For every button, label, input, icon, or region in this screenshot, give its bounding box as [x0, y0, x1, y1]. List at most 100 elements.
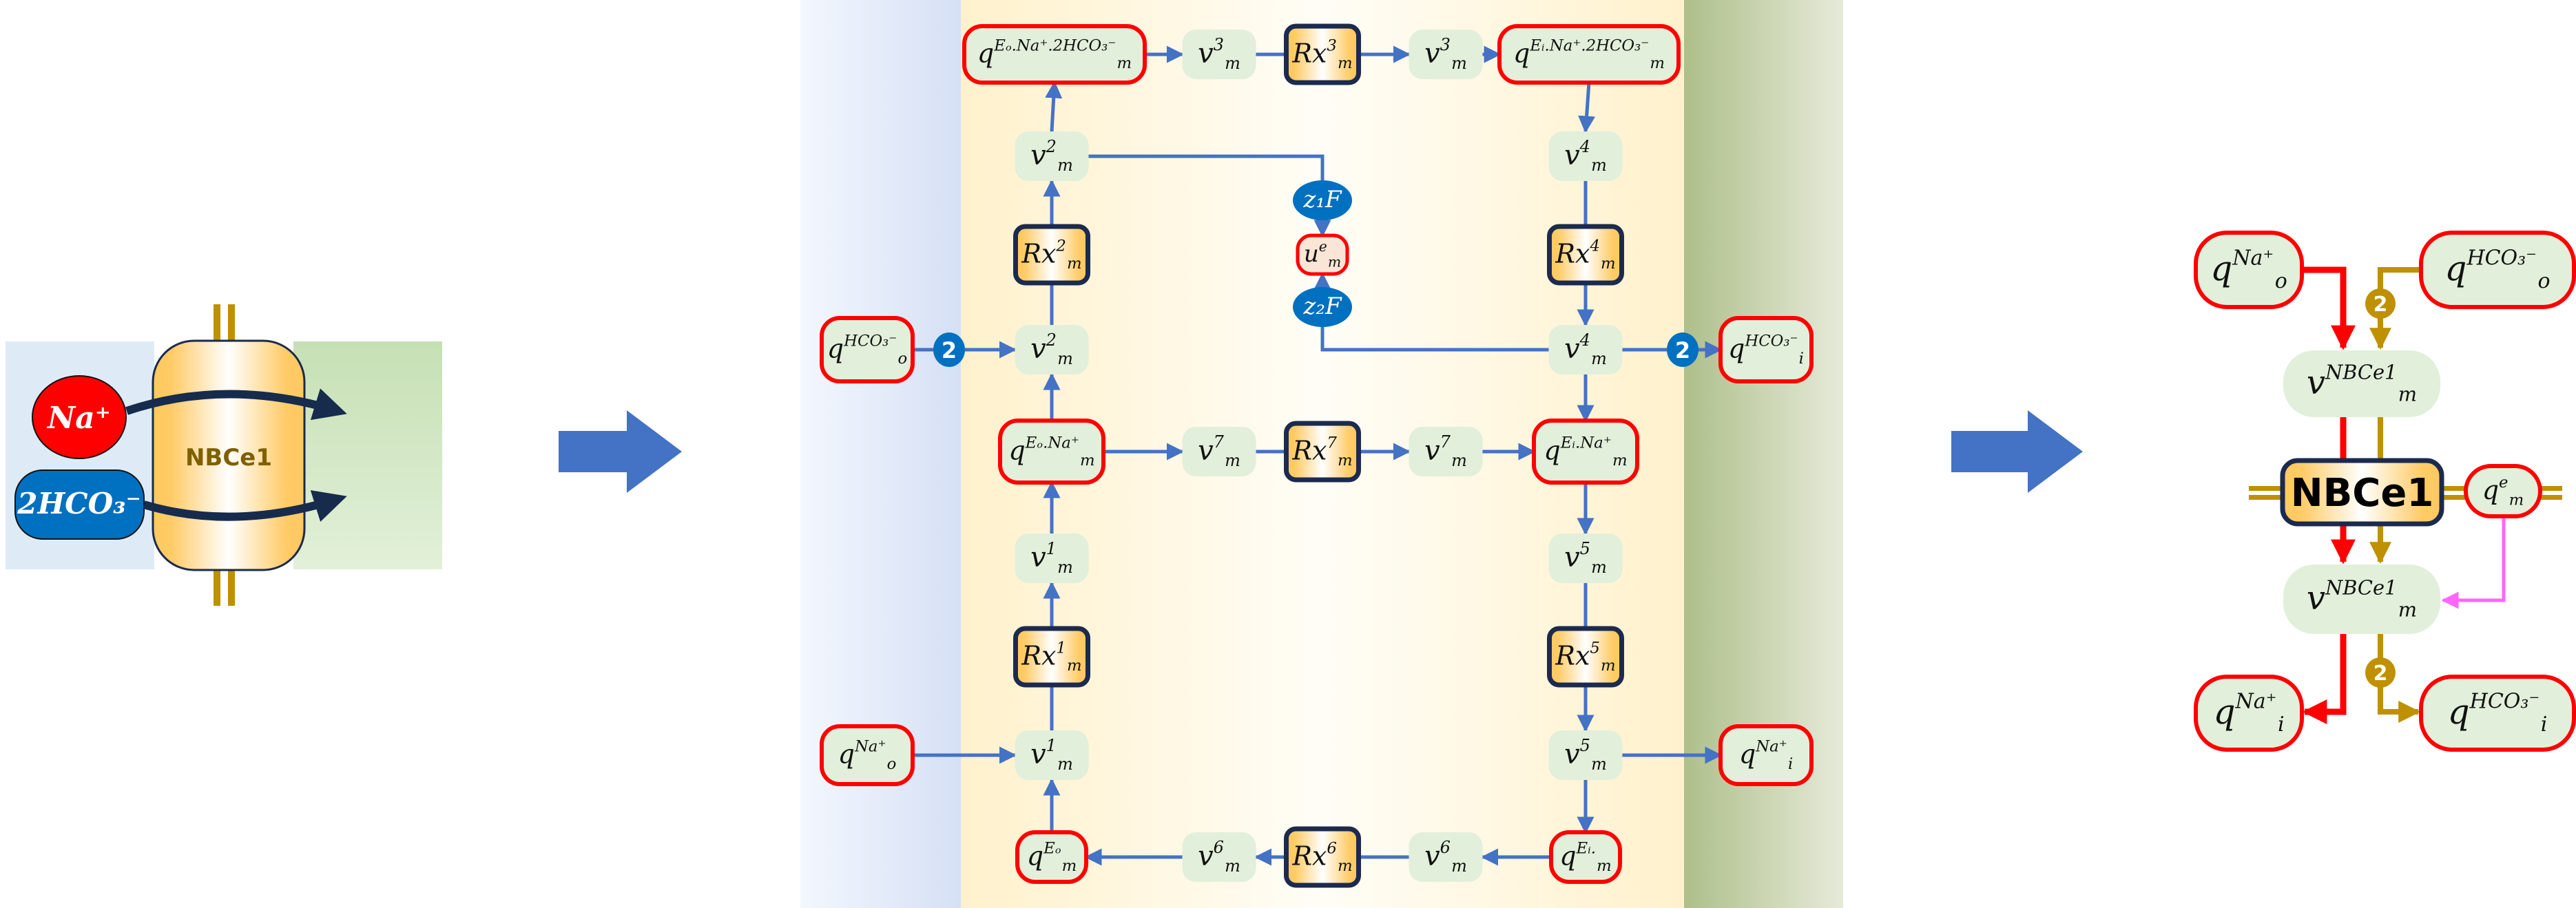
math-label: v3m: [1424, 35, 1467, 73]
node-q-i-hco3[interactable]: qHCO₃⁻i: [1718, 316, 1814, 383]
math-label: v2m: [1030, 137, 1073, 175]
node-v6a[interactable]: v6m: [1182, 832, 1256, 882]
label-base: Rx: [1291, 841, 1327, 871]
node-v2a[interactable]: v2m: [1015, 131, 1089, 181]
right-node-q-i-Na[interactable]: qNa⁺i: [2194, 675, 2304, 752]
label-subscript: m: [1451, 856, 1467, 876]
bicarbonate-ion-label: 2HCO₃⁻: [17, 487, 141, 520]
node-rx2[interactable]: Rx2m: [1013, 224, 1090, 286]
right-node-q-o-HCO3[interactable]: qHCO₃⁻o: [2419, 231, 2576, 309]
label-base: q: [838, 739, 855, 769]
node-q-eona[interactable]: qEₒ.Na⁺m: [998, 419, 1105, 485]
label-base: v: [1564, 333, 1580, 365]
label-superscript: 6: [1440, 838, 1451, 857]
node-v4a[interactable]: v4m: [1548, 131, 1623, 181]
math-label: Rx1m: [1021, 639, 1081, 674]
math-label: vNBCe1m: [2307, 576, 2417, 621]
node-v6b[interactable]: v6m: [1409, 832, 1483, 882]
label-superscript: Na⁺: [1755, 737, 1787, 755]
label-base: u: [1304, 240, 1319, 268]
math-label: Rx4m: [1555, 237, 1615, 272]
math-label: qEₒ.Na⁺.2HCO₃⁻m: [977, 36, 1132, 72]
node-v3a[interactable]: v3m: [1182, 30, 1256, 79]
label-subscript: m: [1601, 255, 1616, 273]
label-superscript: 5: [1580, 736, 1590, 755]
node-v5a[interactable]: v5m: [1548, 534, 1623, 583]
math-label: qHCO₃⁻o: [827, 332, 907, 367]
node-rx1[interactable]: Rx1m: [1013, 626, 1090, 688]
label-subscript: m: [1117, 54, 1132, 72]
label-subscript: m: [2509, 491, 2524, 509]
math-label: qNa⁺i: [2213, 690, 2284, 737]
right-node-q-e[interactable]: qem: [2464, 464, 2542, 518]
label-base: q: [827, 333, 844, 363]
math-label: Rx5m: [1555, 639, 1615, 674]
math-label: v2m: [1030, 330, 1073, 368]
label-subscript: o: [897, 350, 907, 368]
math-label: qEᵢ.Na⁺.2HCO₃⁻m: [1513, 36, 1665, 72]
left-panel: NBCe1 Na⁺ 2HCO₃⁻: [6, 304, 442, 606]
node-rx4[interactable]: Rx4m: [1547, 224, 1624, 286]
right-node-transporter[interactable]: NBCe1: [2280, 458, 2444, 527]
node-q-eo[interactable]: qEₒm: [1015, 830, 1088, 884]
label-superscript: Na⁺: [2234, 690, 2276, 714]
math-label: v4m: [1564, 137, 1607, 175]
node-v1a[interactable]: v1m: [1015, 534, 1089, 583]
label-base: v: [1424, 841, 1440, 872]
node-q-o-hco3[interactable]: qHCO₃⁻o: [820, 316, 915, 383]
node-rx3[interactable]: Rx3m: [1284, 23, 1361, 85]
node-v1b[interactable]: v1m: [1015, 730, 1089, 780]
label-subscript: m: [1650, 54, 1665, 72]
stoichiometry-coefficient: 2: [2365, 657, 2396, 688]
label-base: v: [1198, 435, 1214, 467]
node-z2f[interactable]: z₂F: [1293, 287, 1352, 327]
node-q-eina2hco3[interactable]: qEᵢ.Na⁺.2HCO₃⁻m: [1497, 24, 1681, 85]
node-q-eina[interactable]: qEᵢ.Na⁺m: [1532, 419, 1639, 485]
label-superscript: Na⁺: [2232, 246, 2274, 271]
bond-edge: [1088, 154, 1325, 180]
math-label: v1m: [1030, 539, 1073, 577]
coefficient-label: 2: [1675, 337, 1690, 363]
right-node-q-i-HCO3[interactable]: qHCO₃⁻i: [2419, 675, 2576, 752]
math-label: Rx2m: [1021, 237, 1081, 272]
node-v2b[interactable]: v2m: [1015, 325, 1089, 374]
node-v5b[interactable]: v5m: [1548, 730, 1623, 780]
label-base: v: [1030, 333, 1046, 365]
node-q-ei[interactable]: qEᵢ.m: [1549, 830, 1622, 884]
right-node-v-top[interactable]: vNBCe1m: [2283, 350, 2440, 417]
node-coef-out[interactable]: 2: [1667, 332, 1699, 367]
node-z1f[interactable]: z₁F: [1293, 180, 1352, 220]
transporter-label: NBCe1: [2291, 471, 2434, 516]
coefficient-label: 2: [2374, 662, 2388, 686]
label-superscript: 5: [1580, 539, 1590, 558]
math-label: qEₒm: [1027, 839, 1077, 874]
node-q-eona2hco3[interactable]: qEₒ.Na⁺.2HCO₃⁻m: [962, 24, 1147, 85]
label-subscript: m: [1591, 754, 1607, 774]
node-v7b[interactable]: v7m: [1409, 427, 1483, 476]
math-label: qem: [2482, 474, 2524, 509]
stoichiometry-coefficient: 2: [2365, 288, 2396, 319]
node-q-i-na[interactable]: qNa⁺i: [1718, 724, 1814, 786]
node-rx6[interactable]: Rx6m: [1284, 826, 1361, 888]
math-label: v5m: [1564, 539, 1607, 577]
node-rx7[interactable]: Rx7m: [1284, 421, 1361, 483]
node-u-e[interactable]: uem: [1296, 233, 1349, 276]
membrane-bar: [214, 304, 220, 342]
label-subscript: m: [1225, 54, 1240, 73]
label-subscript: o: [887, 755, 897, 773]
label-superscript: 3: [1214, 35, 1224, 54]
node-coef-in[interactable]: 2: [933, 332, 965, 367]
node-v3b[interactable]: v3m: [1409, 30, 1483, 79]
label-subscript: m: [1067, 657, 1082, 675]
math-label: v6m: [1198, 838, 1240, 876]
label-subscript: m: [1225, 856, 1240, 876]
node-rx5[interactable]: Rx5m: [1547, 626, 1624, 688]
label-superscript: 7: [1440, 432, 1451, 452]
node-q-o-na[interactable]: qNa⁺o: [820, 724, 915, 786]
label-base: Rx: [1021, 640, 1056, 671]
right-node-v-bottom[interactable]: vNBCe1m: [2283, 564, 2440, 634]
node-v4b[interactable]: v4m: [1548, 325, 1623, 374]
node-v7a[interactable]: v7m: [1182, 427, 1256, 476]
right-node-q-o-Na[interactable]: qNa⁺o: [2194, 231, 2304, 309]
label-subscript: m: [2398, 382, 2417, 405]
